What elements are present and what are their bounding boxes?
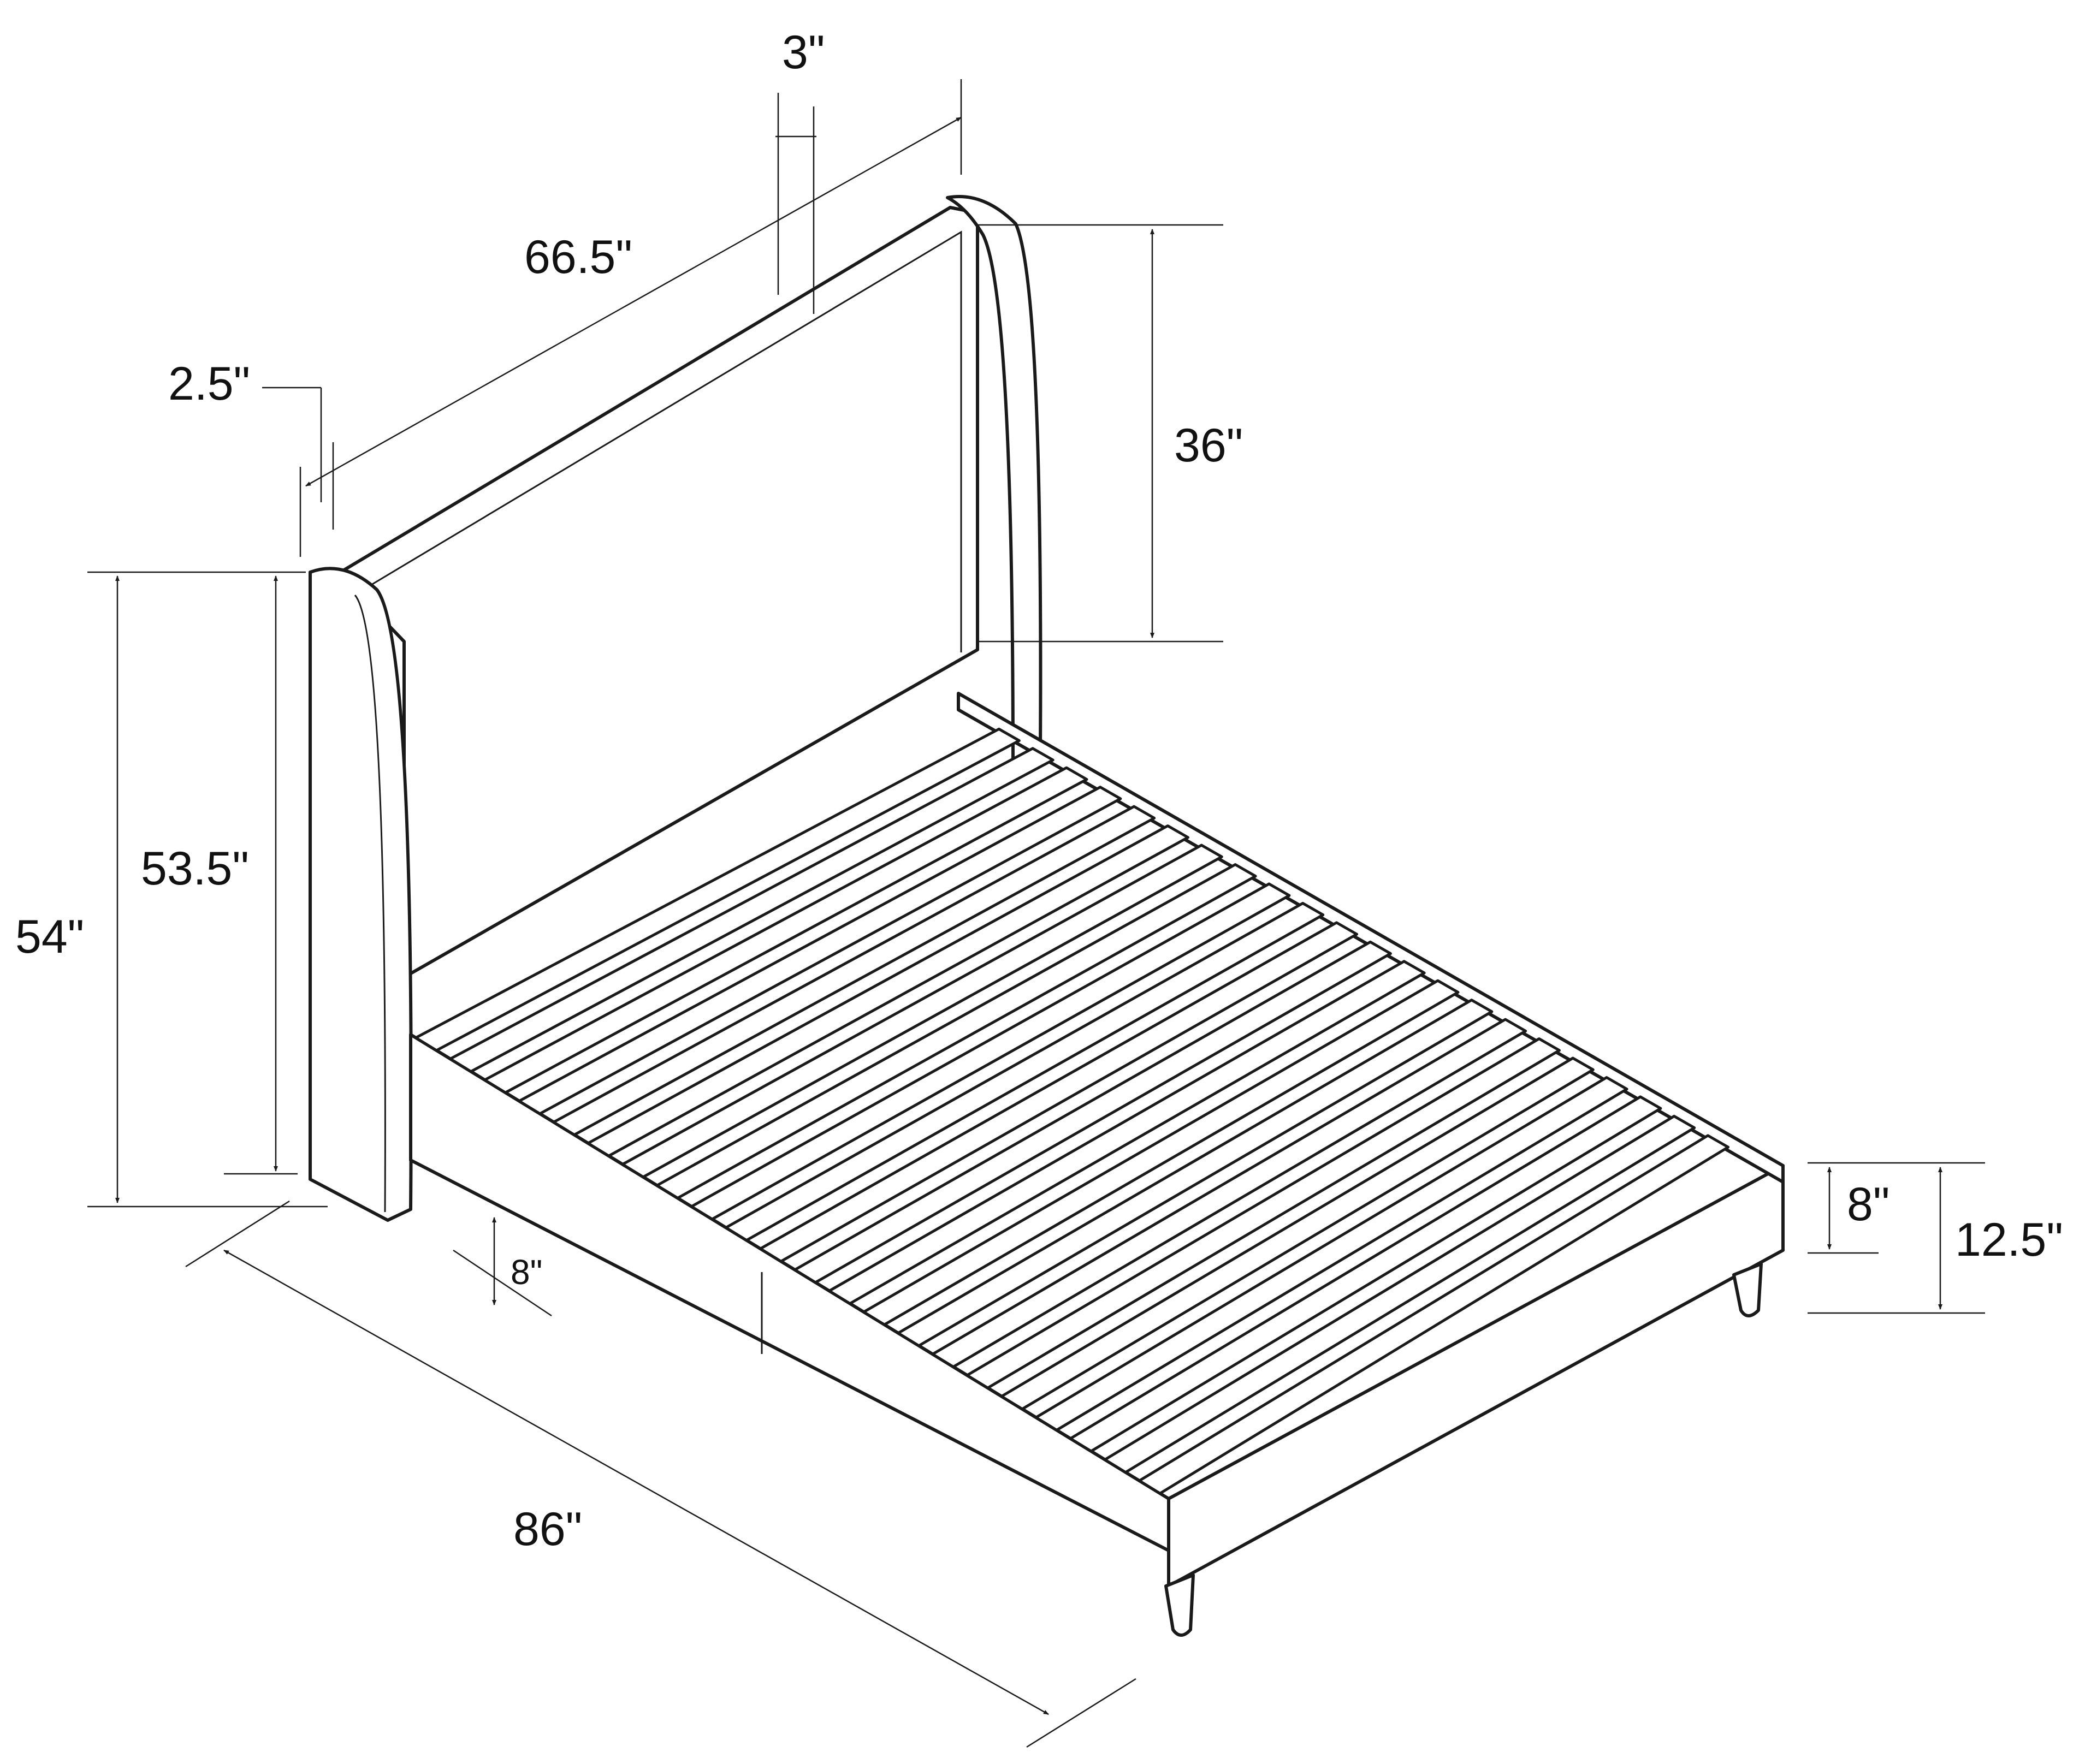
right-leg (1732, 1262, 1763, 1317)
slat (1103, 1114, 1696, 1474)
label-headboard-panel-height: 36" (1174, 419, 1243, 472)
slat (655, 863, 1257, 1199)
slat (1034, 1076, 1628, 1432)
slat (518, 786, 1122, 1115)
label-headboard-thickness: 2.5" (168, 358, 250, 410)
slat (552, 805, 1156, 1137)
label-foot-rail-height: 8" (1847, 1178, 1889, 1231)
label-frame-height: 12.5" (1955, 1214, 2063, 1266)
label-headboard-side-height: 53.5" (141, 842, 249, 895)
foot-rail (1167, 1164, 1785, 1588)
headboard-left-wing (309, 567, 413, 1222)
slat (1138, 1134, 1730, 1495)
label-total-height: 54" (15, 911, 84, 963)
slat (1069, 1095, 1662, 1453)
dimension-labels: 66.5" 3" 2.5" 36" 54" 53.5" 8" 86" 8" 12… (15, 26, 2063, 1555)
headboard-panel (337, 206, 979, 979)
slat (587, 824, 1189, 1157)
label-wing-depth: 3" (782, 26, 825, 79)
headboard-left-wing-inner (354, 595, 386, 1213)
label-side-rail-height: 8" (511, 1252, 542, 1292)
slat (724, 901, 1325, 1242)
slat (414, 727, 1021, 1052)
slat (621, 844, 1223, 1179)
slat (449, 747, 1055, 1073)
slat (483, 766, 1088, 1094)
label-frame-length: 86" (513, 1503, 582, 1555)
slat (690, 882, 1291, 1221)
dimension-lines (87, 79, 1985, 1748)
label-headboard-width: 66.5" (524, 231, 632, 283)
front-leg (1164, 1573, 1195, 1637)
